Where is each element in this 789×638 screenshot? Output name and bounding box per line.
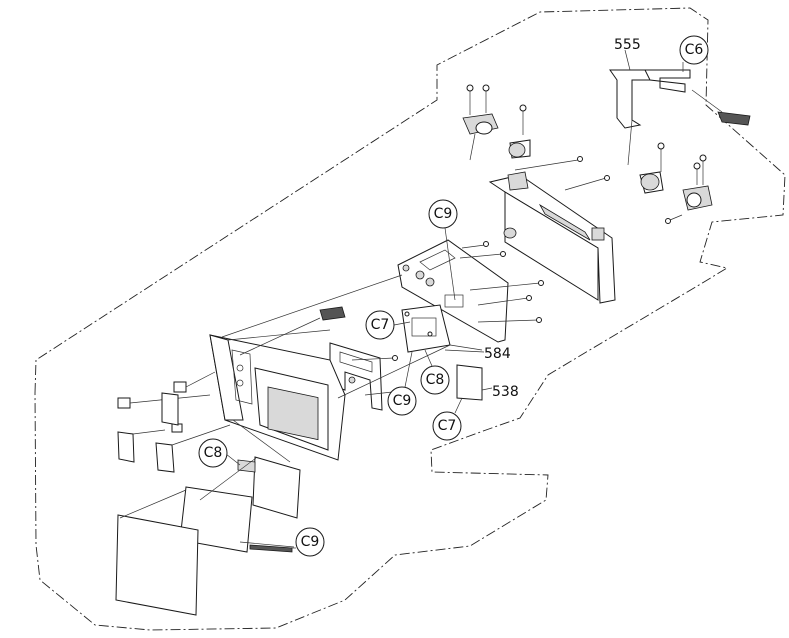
callout-c9-lower: C7 xyxy=(432,397,463,441)
small-sub-boards xyxy=(117,392,231,473)
label-538: 538 xyxy=(492,384,519,400)
svg-text:C9: C9 xyxy=(434,206,453,222)
rear-chassis-frame xyxy=(488,156,616,304)
callout-c7-lower: C8 xyxy=(198,438,241,468)
lcd-panel-layers xyxy=(115,419,301,616)
svg-text:C7: C7 xyxy=(371,317,390,333)
svg-text:C9: C9 xyxy=(301,534,320,550)
svg-text:C8: C8 xyxy=(426,372,445,388)
clip-part xyxy=(319,306,346,321)
flex-cable-555 xyxy=(609,69,751,166)
left-hinge-assembly xyxy=(462,84,531,161)
callout-c9-middle: C9 xyxy=(387,351,417,416)
svg-text:C8: C8 xyxy=(204,445,223,461)
assembly-boundary xyxy=(34,7,786,631)
shield-bracket-584 xyxy=(401,304,483,353)
small-buttons xyxy=(117,371,216,433)
svg-text:584: 584 xyxy=(484,346,511,362)
callout-c8-lower: C9 xyxy=(290,527,325,557)
main-circuit-board xyxy=(397,239,544,343)
callout-c6: C6 xyxy=(679,35,709,72)
label-584: 584 xyxy=(444,346,511,362)
callout-c9-top: C9 xyxy=(428,199,458,301)
front-panel-housing xyxy=(209,317,346,461)
callout-c7-upper: C7 xyxy=(365,310,411,340)
label-555: 555 xyxy=(614,37,641,71)
svg-text:C6: C6 xyxy=(685,42,704,58)
svg-text:C7: C7 xyxy=(438,418,457,434)
svg-text:C9: C9 xyxy=(393,393,412,409)
insulator-sheet-538 xyxy=(456,364,493,401)
svg-text:538: 538 xyxy=(492,384,519,400)
callout-c8-upper: C8 xyxy=(420,349,450,395)
right-hinge-assembly xyxy=(639,142,713,224)
svg-text:555: 555 xyxy=(614,37,641,53)
